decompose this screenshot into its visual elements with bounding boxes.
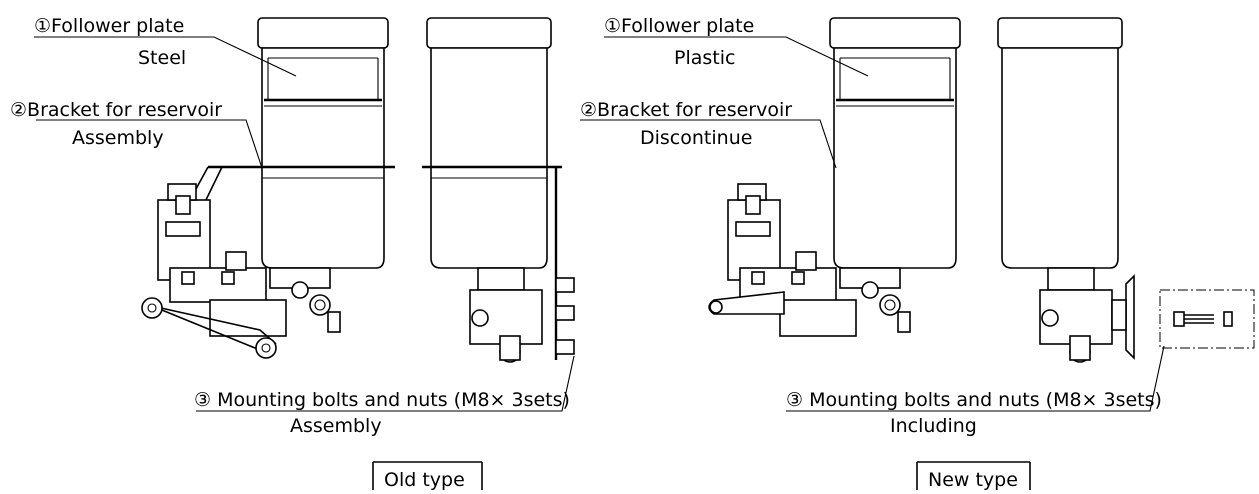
old-type-label: Old type [384, 469, 465, 491]
mounting-hole-right [255, 337, 277, 359]
old-front-view [141, 17, 395, 359]
new-label-follower-plate-material: Plastic [674, 47, 735, 69]
old-label-mounting-bolts-status: Assembly [290, 415, 382, 437]
leader-lines [34, 36, 1165, 412]
mounting-hole-left [141, 297, 163, 319]
leader-old-1 [34, 36, 297, 77]
new-label-bracket-status: Discontinue [640, 127, 752, 149]
new-label-mounting-bolts-status: Including [890, 415, 977, 437]
new-type-box: New type [916, 461, 1031, 491]
new-front-view [708, 17, 961, 337]
motor-label-plate [735, 221, 771, 237]
new-side-view [997, 17, 1255, 363]
bolt-detail-box [1159, 289, 1255, 349]
pump-block [209, 299, 287, 337]
pump-block [779, 299, 857, 337]
reservoir-lid [426, 17, 552, 49]
reservoir-lid [997, 17, 1123, 49]
leader-new-2 [580, 119, 837, 169]
new-label-bracket: ②Bracket for reservoir [580, 99, 792, 121]
reservoir-lid [829, 17, 961, 49]
old-type-box: Old type [372, 461, 483, 491]
reservoir-body [1001, 47, 1119, 269]
reservoir-body [261, 47, 385, 269]
mounting-bolt [555, 277, 575, 293]
old-label-follower-plate: ①Follower plate [34, 15, 184, 37]
reservoir-body [833, 47, 957, 269]
new-type-label: New type [928, 469, 1018, 491]
reservoir-body [430, 47, 548, 269]
old-label-follower-plate-material: Steel [138, 47, 186, 69]
mounting-bolt [555, 305, 575, 321]
new-label-follower-plate: ①Follower plate [604, 15, 754, 37]
flange [1125, 274, 1135, 360]
outlet-fitting [879, 294, 901, 316]
outlet-fitting [309, 294, 331, 316]
old-side-view [422, 17, 575, 363]
new-label-mounting-bolts: ③ Mounting bolts and nuts (M8× 3sets) [786, 389, 1162, 411]
bolt-head [1173, 311, 1185, 327]
old-label-bracket-status: Assembly [72, 127, 164, 149]
motor-label-plate [165, 221, 201, 237]
old-label-mounting-bolts: ③ Mounting bolts and nuts (M8× 3sets) [194, 389, 570, 411]
leader-new-3 [786, 345, 1165, 412]
leader-new-1 [604, 36, 869, 77]
leader-old-3 [196, 355, 575, 412]
old-label-bracket: ②Bracket for reservoir [10, 99, 222, 121]
nut [1223, 311, 1233, 327]
reservoir-lid [257, 17, 389, 49]
mounting-bolt [555, 339, 575, 355]
leader-old-2 [36, 119, 263, 169]
